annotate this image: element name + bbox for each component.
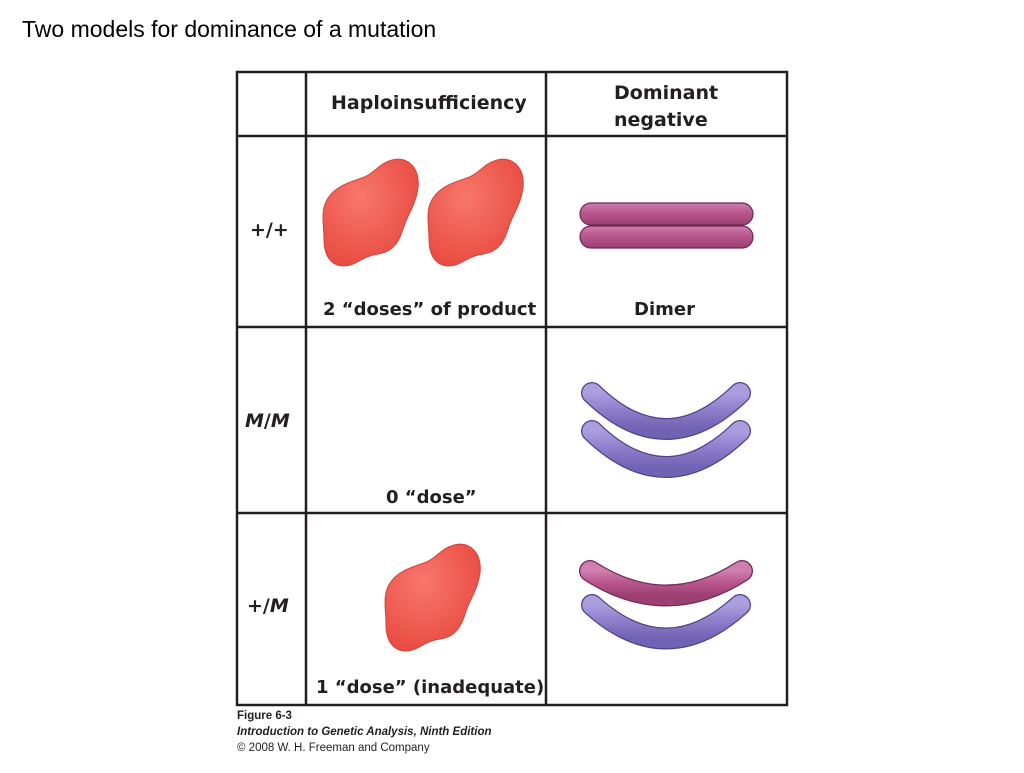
allele-2: M (270, 410, 290, 432)
row-label-wildtype: +/+ (250, 219, 289, 241)
figure-credits: Figure 6-3 Introduction to Genetic Analy… (237, 708, 492, 756)
pink-rod (579, 225, 754, 249)
figure-number: Figure 6-3 (237, 710, 292, 722)
slash: / (262, 595, 270, 617)
row-label-heterozygous: +/M (247, 595, 289, 617)
row-label-homozygous-mutant: M/M (245, 410, 290, 432)
mixed-dimer (579, 560, 753, 650)
slash: / (263, 410, 271, 432)
caption-two-doses: 2 “doses” of product (323, 299, 537, 320)
allele-1: M (245, 410, 264, 432)
dimer-rods (579, 202, 754, 249)
copyright: © 2008 W. H. Freeman and Company (237, 742, 430, 754)
slide-title: Two models for dominance of a mutation (22, 16, 437, 42)
caption-one-dose: 1 “dose” (inadequate) (316, 677, 545, 698)
caption-dimer: Dimer (634, 299, 695, 320)
header-haploinsufficiency: Haploinsufficiency (331, 92, 527, 114)
protein-blob (384, 543, 481, 652)
allele-1: + (247, 595, 263, 617)
mutant-dimer (581, 382, 751, 478)
header-dominant-line1: Dominant (614, 82, 719, 104)
protein-blob (322, 158, 419, 267)
header-dominant-negative: Dominant negative (614, 80, 718, 134)
table-grid (235, 70, 789, 707)
caption-zero-dose: 0 “dose” (386, 487, 477, 508)
slash: / (265, 219, 273, 241)
header-dominant-line2: negative (614, 109, 708, 131)
allele-1: + (250, 219, 266, 241)
pink-rod (579, 202, 754, 226)
book-title: Introduction to Genetic Analysis, Ninth … (237, 726, 492, 738)
allele-2: M (269, 595, 289, 617)
protein-blob (427, 158, 524, 267)
allele-2: + (272, 219, 289, 241)
